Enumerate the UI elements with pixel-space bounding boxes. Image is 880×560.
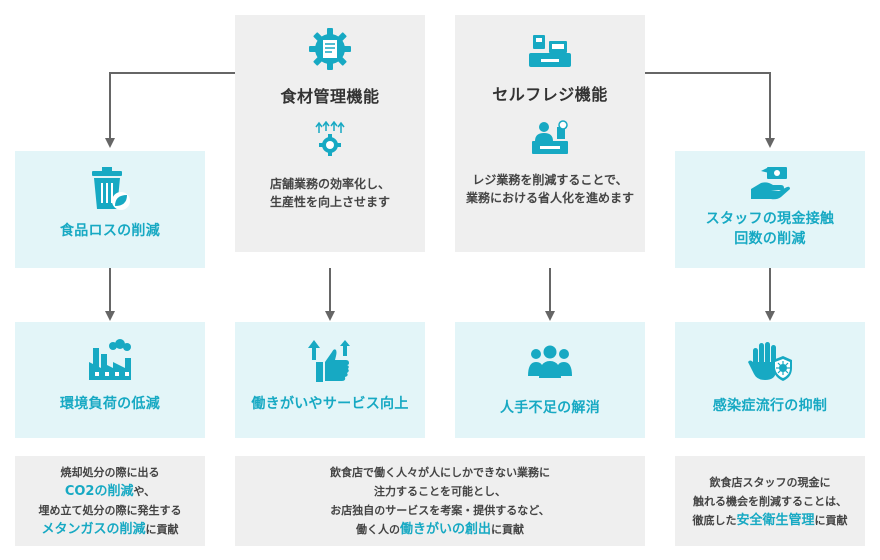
infection-title: 感染症流行の抑制 bbox=[712, 398, 828, 414]
food-management-desc: 店舗業務の効率化し、 生産性を向上させます bbox=[270, 175, 390, 211]
growth-gear-icon bbox=[313, 121, 347, 157]
work-note: 飲食店で働く人々が人にしかできない業務に 注力することを可能とし、 お店独自のサ… bbox=[235, 456, 645, 546]
env-note-line4-rest: に貢献 bbox=[145, 523, 179, 536]
cash-register-icon bbox=[527, 31, 573, 71]
env-note-line4: メタンガスの削減に貢献 bbox=[15, 520, 205, 539]
work-note-line3: お店独自のサービスを考案・提供するなど、 bbox=[330, 504, 550, 517]
work-note-line4-pre: 働く人の bbox=[355, 523, 400, 536]
arrow-register-to-contact bbox=[645, 72, 775, 148]
work-note-line4: 働く人の働きがいの創出に貢献 bbox=[235, 520, 645, 539]
register-desc-line1: レジ業務を削減することで、 bbox=[472, 173, 628, 187]
food-desc-line2: 生産性を向上させます bbox=[269, 195, 390, 209]
work-note-line4-rest: に貢献 bbox=[491, 523, 524, 536]
self-register-desc: レジ業務を削減することで、 業務における省人化を進めます bbox=[466, 171, 634, 207]
cash-contact-line2: 回数の削減 bbox=[734, 231, 806, 247]
work-note-line2: 注力することを可能とし、 bbox=[374, 485, 506, 498]
environment-box: 環境負荷の低減 bbox=[15, 322, 205, 438]
work-note-line1: 飲食店で働く人々が人にしかできない業務に bbox=[330, 466, 550, 479]
gear-document-icon bbox=[308, 27, 352, 71]
co2-highlight: CO2の削減 bbox=[64, 484, 134, 499]
cash-contact-line1: スタッフの現金接触 bbox=[705, 211, 835, 227]
cashier-staff-icon bbox=[530, 119, 570, 155]
environment-note: 焼却処分の際に出る CO2の削減や、 埋め立て処分の際に発生する メタンガスの削… bbox=[15, 456, 205, 546]
motivation-box: 働きがいやサービス向上 bbox=[235, 322, 425, 438]
safety-note-line2: 触れる機会を削減することは、 bbox=[693, 494, 847, 508]
money-hand-icon bbox=[749, 163, 791, 203]
safety-highlight: 安全衛生管理 bbox=[736, 512, 815, 528]
food-desc-line1: 店舗業務の効率化し、 bbox=[269, 177, 390, 191]
safety-note: 飲食店スタッフの現金に 触れる機会を削減することは、 徹底した安全衛生管理に貢献 bbox=[675, 456, 865, 546]
infection-box: 感染症流行の抑制 bbox=[675, 322, 865, 438]
food-management-box: 食材管理機能 店舗業務の効率化し、 生産性を向上させます bbox=[235, 15, 425, 252]
self-register-box: セルフレジ機能 レジ業務を削減することで、 業務における省人化を進めます bbox=[455, 15, 645, 252]
food-management-title: 食材管理機能 bbox=[280, 87, 380, 106]
food-loss-title: 食品ロスの削減 bbox=[59, 223, 161, 239]
env-note-line3: 埋め立て処分の際に発生する bbox=[38, 504, 182, 517]
safety-note-line3: 徹底した安全衛生管理に貢献 bbox=[675, 511, 865, 530]
env-note-line2: CO2の削減や、 bbox=[15, 482, 205, 501]
safety-note-line1: 飲食店スタッフの現金に bbox=[709, 475, 831, 489]
cash-contact-box: スタッフの現金接触 回数の削減 bbox=[675, 151, 865, 268]
labor-shortage-box: 人手不足の解消 bbox=[455, 322, 645, 438]
motivation-title: 働きがいやサービス向上 bbox=[251, 396, 409, 412]
factory-icon bbox=[87, 338, 133, 380]
trash-leaf-icon bbox=[90, 165, 130, 211]
arrow-food-to-loss bbox=[105, 72, 235, 148]
env-note-line2-rest: や、 bbox=[133, 485, 156, 498]
hand-virus-shield-icon bbox=[747, 340, 793, 382]
safety-note-line3-rest: に貢献 bbox=[814, 513, 848, 527]
food-loss-box: 食品ロスの削減 bbox=[15, 151, 205, 268]
environment-title: 環境負荷の低減 bbox=[59, 396, 161, 412]
register-desc-line2: 業務における省人化を進めます bbox=[465, 191, 634, 205]
methane-highlight: メタンガスの削減 bbox=[41, 522, 146, 537]
safety-note-line3-pre: 徹底した bbox=[692, 513, 737, 527]
self-register-title: セルフレジ機能 bbox=[492, 85, 608, 104]
env-note-line1: 焼却処分の際に出る bbox=[60, 466, 160, 479]
thumbs-up-arrows-icon bbox=[306, 338, 354, 382]
people-group-icon bbox=[526, 344, 574, 380]
labor-shortage-title: 人手不足の解消 bbox=[499, 400, 601, 416]
motivation-highlight: 働きがいの創出 bbox=[399, 522, 491, 537]
cash-contact-title: スタッフの現金接触 回数の削減 bbox=[706, 209, 835, 249]
